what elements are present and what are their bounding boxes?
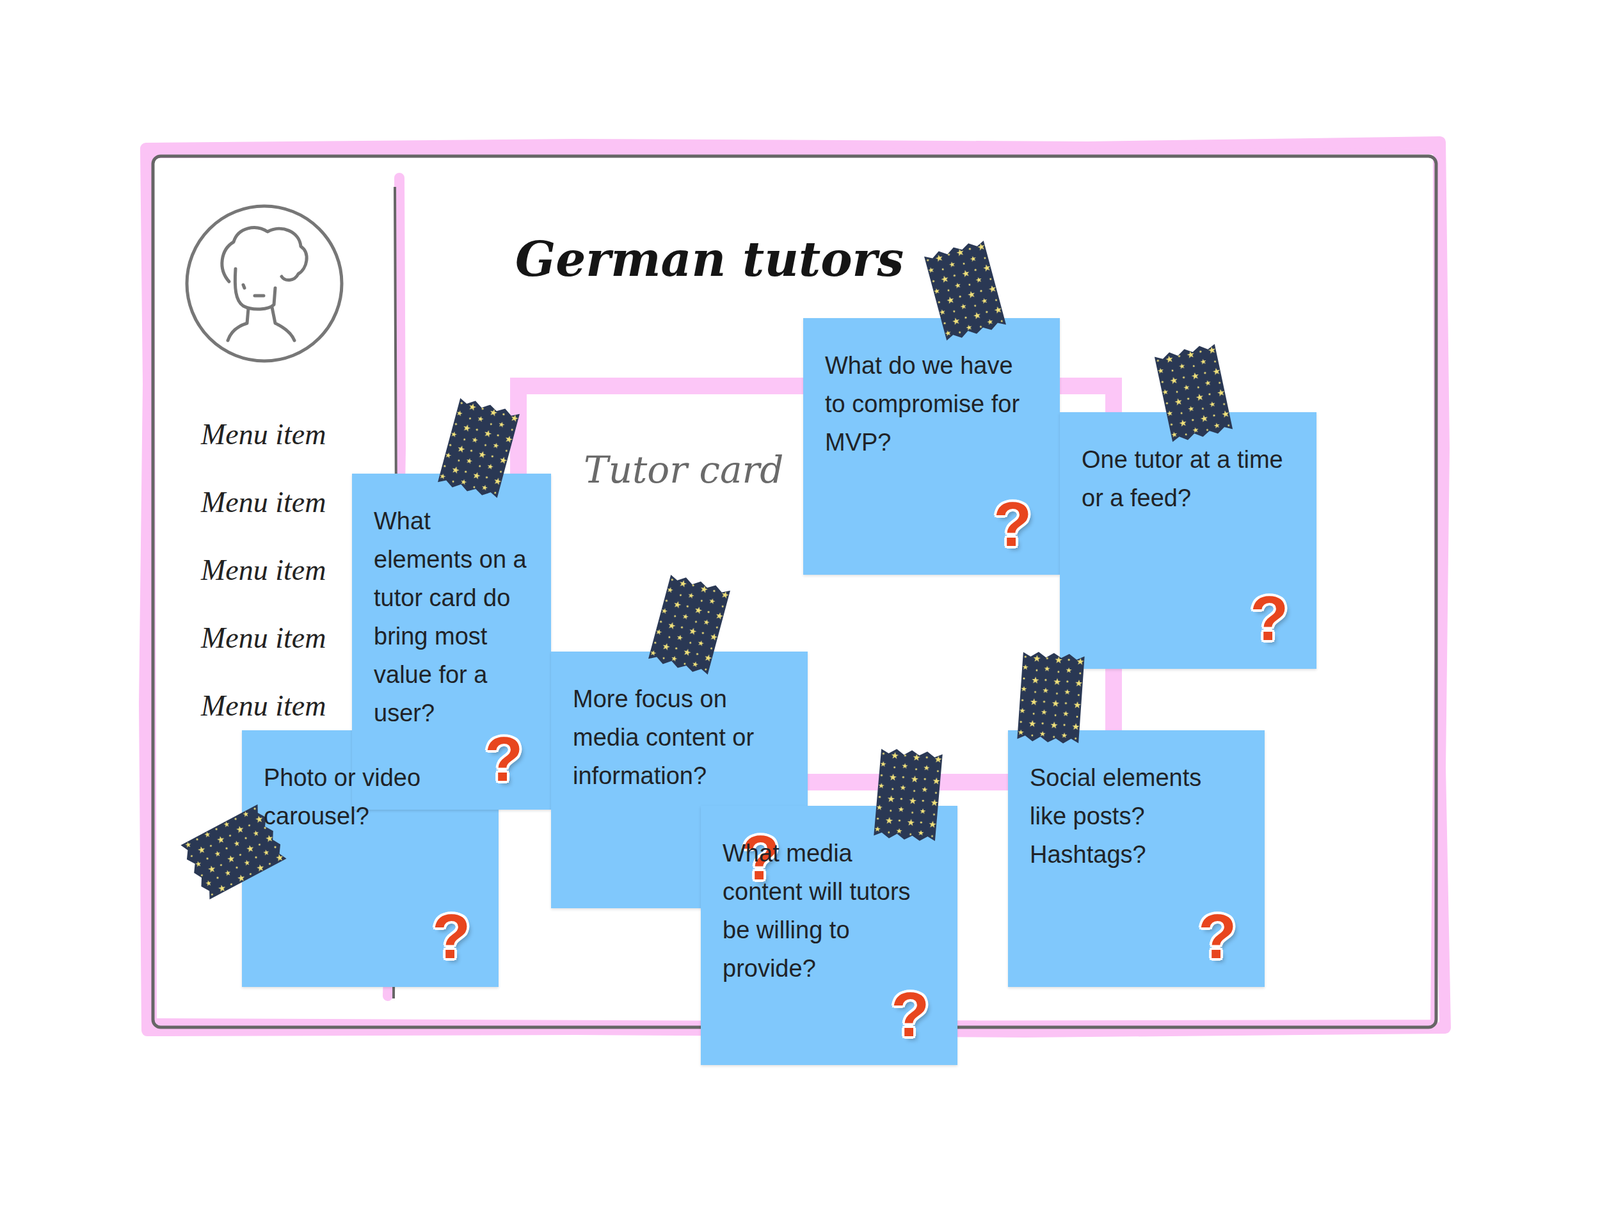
sticky-note: What elements on a tutor card do bring m…	[352, 473, 552, 810]
sticky-note: Photo or video carousel??	[241, 730, 499, 987]
menu-item: Menu item	[200, 552, 326, 587]
question-sticker: ?	[1198, 904, 1237, 968]
question-sticker: ?	[484, 727, 523, 791]
note-question: Social elements like posts? Hashtags?	[1029, 758, 1243, 874]
avatar-icon	[186, 206, 342, 361]
note-question: What do we have to compromise for MVP?	[824, 346, 1039, 462]
question-sticker: ?	[432, 904, 471, 968]
sticky-note: Social elements like posts? Hashtags??	[1008, 730, 1265, 987]
menu-item: Menu item	[200, 417, 326, 452]
question-sticker: ?	[890, 983, 930, 1046]
pink-sketch-frame	[144, 142, 1446, 1032]
question-sticker: ?	[1249, 586, 1289, 650]
menu-item: Menu item	[200, 485, 326, 520]
sticky-note: What do we have to compromise for MVP??	[803, 318, 1060, 575]
menu-item: Menu item	[200, 620, 326, 655]
note-question: What media content will tutors be willin…	[722, 833, 936, 988]
sticky-note: What media content will tutors be willin…	[700, 805, 958, 1065]
note-question: One tutor at a time or a feed?	[1081, 440, 1295, 518]
page-title: German tutors	[515, 231, 904, 287]
note-question: What elements on a tutor card do bring m…	[373, 501, 530, 733]
screen-border	[152, 156, 1437, 1028]
question-sticker: ?	[993, 492, 1032, 556]
menu-item: Menu item	[200, 688, 326, 723]
sticky-note: One tutor at a time or a feed??	[1059, 412, 1317, 669]
note-question: Photo or video carousel?	[263, 758, 477, 836]
sticky-note: More focus on media content or informati…	[551, 651, 808, 909]
note-question: More focus on media content or informati…	[572, 679, 786, 795]
